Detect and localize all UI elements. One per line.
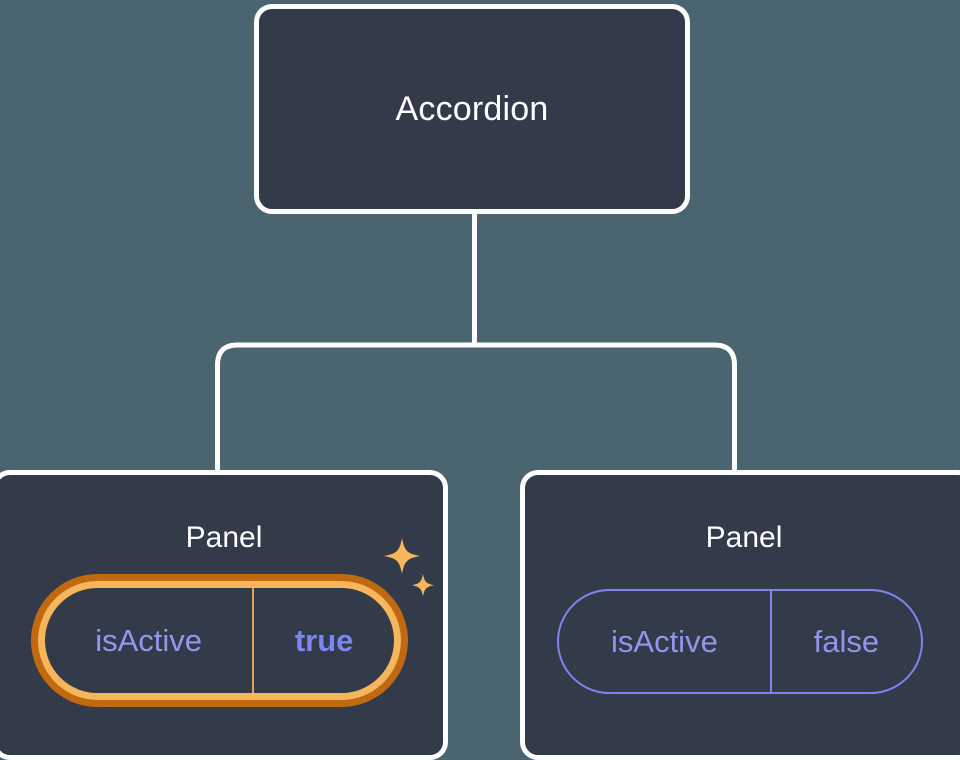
connector-branch xyxy=(215,342,737,472)
prop-key-isactive: isActive xyxy=(611,624,718,659)
diagram-canvas: Accordion Panel isActive true Panel isAc… xyxy=(0,4,960,760)
prop-pill-active-wrap: isActive true xyxy=(38,581,401,700)
node-panel-inactive-label: Panel xyxy=(705,521,783,554)
node-accordion[interactable]: Accordion xyxy=(254,4,690,214)
prop-key-isactive: isActive xyxy=(95,623,203,658)
prop-pill-active[interactable]: isActive true xyxy=(38,581,401,700)
prop-value-false: false xyxy=(769,591,921,692)
prop-value-true: true xyxy=(252,588,394,693)
node-accordion-label: Accordion xyxy=(395,90,549,128)
node-panel-active-label: Panel xyxy=(185,521,263,554)
prop-pill-inactive-wrap: isActive false xyxy=(557,589,923,694)
prop-pill-inactive[interactable]: isActive false xyxy=(557,589,923,694)
